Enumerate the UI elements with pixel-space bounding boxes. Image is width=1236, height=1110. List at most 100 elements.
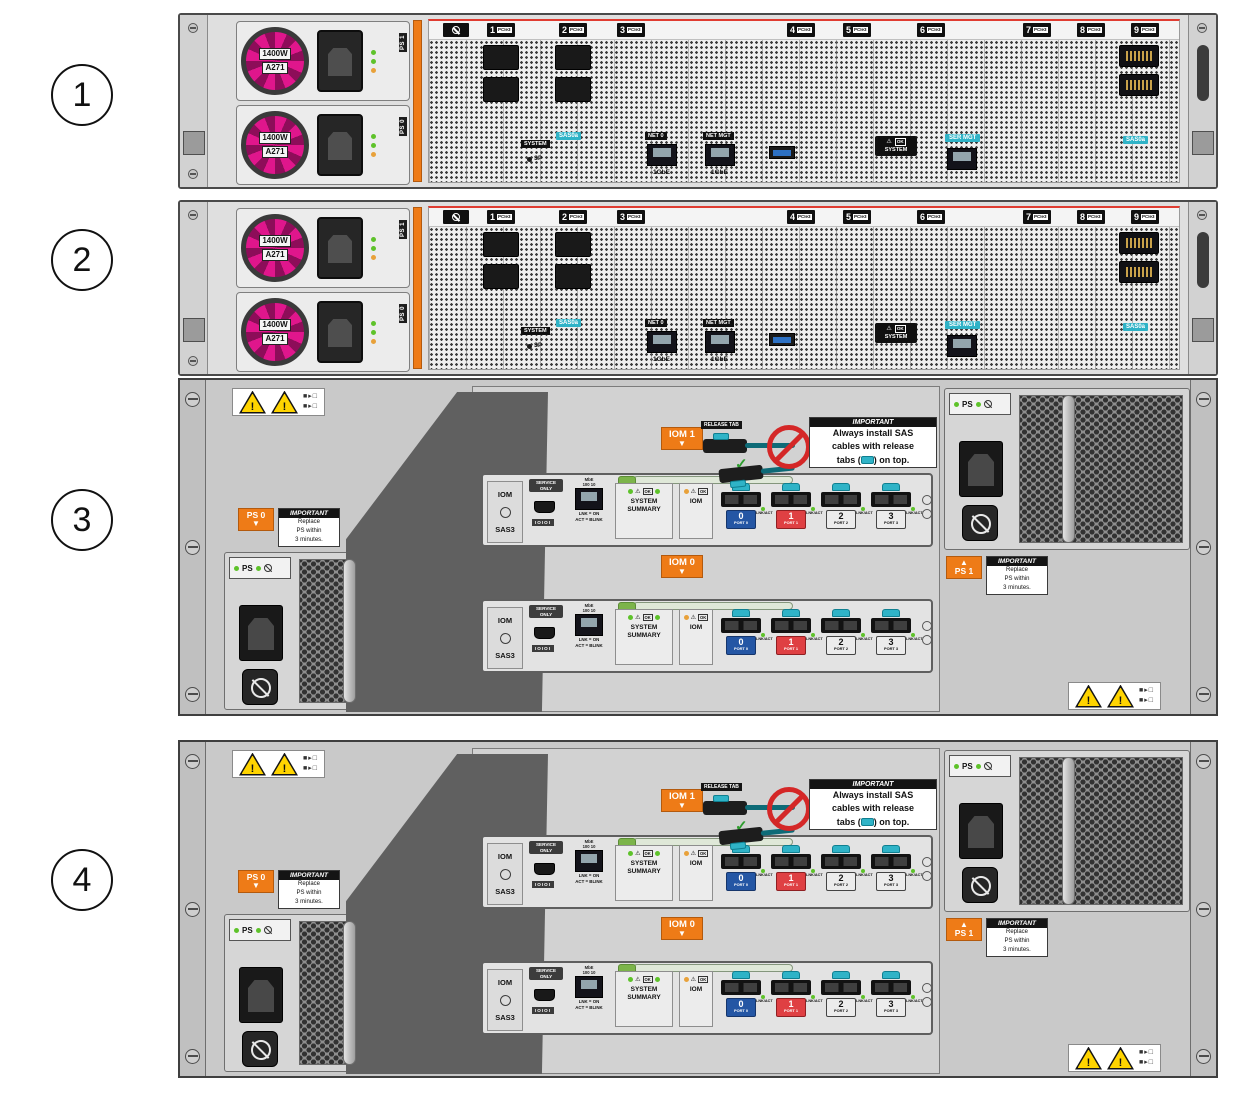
net0-label: NET 0 bbox=[645, 132, 667, 140]
lnk-act-indicator: LNK/ACT bbox=[806, 507, 823, 516]
screw-icon bbox=[1196, 687, 1211, 702]
net0-port bbox=[647, 331, 677, 353]
led-amber bbox=[371, 151, 376, 157]
ps0-tag: PS 0▼ bbox=[238, 870, 274, 894]
arrow-down-icon: ▼ bbox=[677, 929, 686, 939]
screw-icon bbox=[185, 540, 200, 556]
led-green bbox=[371, 236, 376, 242]
iom1-tag: IOM 1▼ bbox=[661, 427, 703, 451]
lnk-act-indicator: LNK/ACT bbox=[906, 869, 923, 878]
release-tab-label: RELEASE TAB bbox=[701, 783, 742, 791]
power-switch bbox=[962, 867, 998, 903]
sas-release-tab-icon bbox=[832, 971, 850, 979]
sfp-port bbox=[483, 45, 519, 70]
led-green bbox=[654, 489, 660, 495]
blocked-slot-icon bbox=[443, 23, 469, 37]
sfp-port bbox=[555, 264, 591, 289]
sermgt-port bbox=[947, 335, 977, 357]
psu-leds bbox=[371, 236, 376, 260]
led-green bbox=[811, 633, 815, 637]
sas-release-tab-icon bbox=[882, 483, 900, 491]
rack-ear-right bbox=[1188, 15, 1216, 187]
mini-usb-port bbox=[534, 989, 555, 1001]
iom0-tag: IOM 0▼ bbox=[661, 917, 703, 941]
iom-status-leds: ⚠OK IOM bbox=[679, 483, 713, 539]
usb-port bbox=[769, 146, 795, 159]
sas-release-tab-icon bbox=[732, 971, 750, 979]
led-green bbox=[811, 869, 815, 873]
gbe-label: 1GbE bbox=[711, 356, 728, 363]
sermgt-label: SER MGT bbox=[945, 321, 981, 329]
led-green bbox=[371, 58, 376, 64]
system-label: SYSTEM bbox=[521, 327, 550, 335]
led-green bbox=[761, 507, 765, 511]
led-green bbox=[371, 245, 376, 251]
loop-icon bbox=[499, 994, 511, 1006]
netmgt-port bbox=[705, 144, 735, 166]
shelf-power-supply-0: PS bbox=[224, 552, 472, 710]
sermgt-label: SER MGT bbox=[945, 134, 981, 142]
serial-label: IOIOI bbox=[532, 519, 554, 526]
sas0a-label: SAS0a bbox=[556, 319, 582, 327]
callout-1: 1 bbox=[51, 64, 113, 126]
sas-connector bbox=[721, 854, 761, 869]
power-switch bbox=[962, 505, 998, 541]
sas-release-tab-icon bbox=[832, 609, 850, 617]
sfp-port bbox=[483, 232, 519, 257]
led-green bbox=[234, 565, 239, 571]
warning-icon: ⚠ bbox=[690, 850, 697, 857]
sas-release-tab-icon bbox=[832, 483, 850, 491]
warning-triangle-icon: ! bbox=[1107, 1046, 1134, 1070]
power-inlet bbox=[959, 803, 1003, 859]
screw-icon bbox=[185, 754, 200, 769]
latch bbox=[1192, 318, 1214, 342]
ok-icon: OK bbox=[642, 488, 653, 496]
led-amber bbox=[683, 851, 689, 857]
important-sas-note: IMPORTANT Always install SAS cables with… bbox=[809, 417, 937, 468]
screw-icon bbox=[188, 356, 198, 366]
circle-slash-icon bbox=[263, 926, 272, 934]
sfp-port bbox=[483, 264, 519, 289]
serial-label: IOIOI bbox=[532, 881, 554, 888]
mini-usb-port bbox=[534, 501, 555, 513]
lock-icon bbox=[921, 857, 933, 885]
power-inlet bbox=[317, 301, 363, 363]
arrow-down-icon: ▼ bbox=[252, 519, 260, 529]
qsfp-port bbox=[1119, 74, 1159, 96]
psu-orientation-icons: ■▸□■▸□ bbox=[303, 755, 318, 772]
loop-icon bbox=[499, 868, 511, 880]
sfp-cage bbox=[483, 232, 519, 289]
sas-release-tab-icon bbox=[882, 971, 900, 979]
led-green bbox=[975, 401, 981, 407]
led-green bbox=[234, 927, 239, 933]
iom0-tag: IOM 0▼ bbox=[661, 555, 703, 579]
warning-triangle-icon: ! bbox=[1075, 1046, 1102, 1070]
led-green bbox=[761, 995, 765, 999]
warning-label: ! ! ■▸□■▸□ bbox=[1068, 1044, 1161, 1072]
release-tab-icon bbox=[713, 795, 729, 802]
release-tab-icon bbox=[729, 479, 747, 489]
power-inlet bbox=[317, 217, 363, 279]
arrow-down-icon: ▼ bbox=[677, 801, 686, 811]
